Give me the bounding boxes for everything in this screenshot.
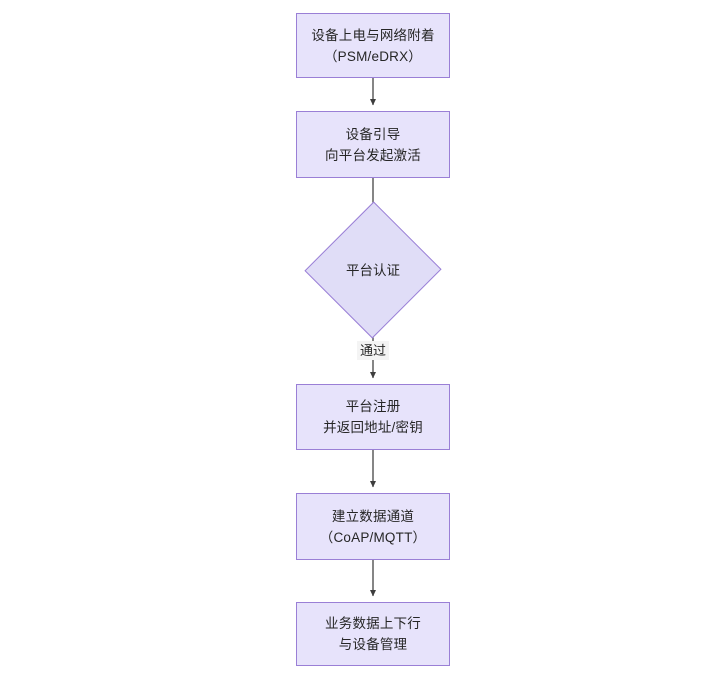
edge-label-pass: 通过 xyxy=(356,341,390,360)
flow-node-device-power-on[interactable]: 设备上电与网络附着 （PSM/eDRX） xyxy=(296,13,450,78)
node-label-line: 建立数据通道 xyxy=(331,508,415,524)
node-label-line: 与设备管理 xyxy=(338,637,408,652)
node-label-line: 业务数据上下行 xyxy=(325,616,421,631)
node-label-line: 设备引导 xyxy=(345,126,401,142)
flow-node-establish-data-channel[interactable]: 建立数据通道 （CoAP/MQTT） xyxy=(296,493,450,560)
node-label-line: （CoAP/MQTT） xyxy=(319,529,427,545)
node-label-line: 平台注册 xyxy=(345,399,401,414)
node-label-line: 并返回地址/密钥 xyxy=(323,420,423,435)
node-label-line: （PSM/eDRX） xyxy=(323,48,423,64)
node-label-line: 设备上电与网络附着 xyxy=(311,27,435,43)
flow-node-business-data-and-device-management[interactable]: 业务数据上下行 与设备管理 xyxy=(296,602,450,666)
flow-node-platform-auth[interactable]: 平台认证 xyxy=(304,201,442,339)
flow-node-device-bootstrap[interactable]: 设备引导 向平台发起激活 xyxy=(296,111,450,178)
flow-node-platform-register[interactable]: 平台注册 并返回地址/密钥 xyxy=(296,384,450,450)
node-label-line: 向平台发起激活 xyxy=(325,147,421,163)
